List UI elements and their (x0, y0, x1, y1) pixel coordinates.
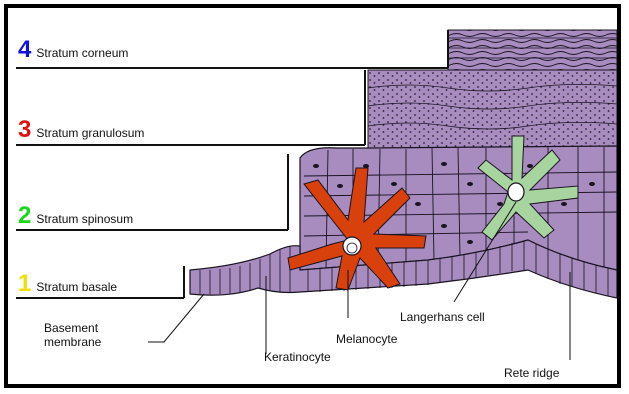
layer-name: Stratum spinosum (36, 212, 133, 226)
basement-membrane-line1: Basement (44, 321, 101, 335)
layer-number: 3 (18, 118, 31, 142)
stratum-corneum-region (448, 30, 617, 70)
rete-ridge-label: Rete ridge (504, 366, 559, 380)
layer-number: 4 (18, 38, 31, 62)
basement-membrane-label: Basement membrane (44, 321, 101, 349)
layer-name: Stratum basale (36, 280, 117, 294)
layer-name: Stratum granulosum (36, 126, 144, 140)
layer-label-granulosum: 3 Stratum granulosum (18, 118, 144, 146)
keratinocyte-label: Keratinocyte (264, 350, 331, 364)
basement-membrane-leader (148, 294, 204, 342)
layer-number: 1 (18, 272, 31, 296)
basement-membrane-line2: membrane (44, 335, 101, 349)
layer-label-spinosum: 2 Stratum spinosum (18, 204, 133, 232)
layer-number: 2 (18, 204, 31, 228)
melanocyte-label: Melanocyte (336, 332, 397, 346)
diagram-frame: 4 Stratum corneum 3 Stratum granulosum 2… (4, 4, 621, 388)
layer-label-basale: 1 Stratum basale (18, 272, 117, 300)
layer-name: Stratum corneum (36, 46, 128, 60)
langerhans-label: Langerhans cell (400, 310, 485, 324)
layer-label-corneum: 4 Stratum corneum (18, 38, 128, 66)
